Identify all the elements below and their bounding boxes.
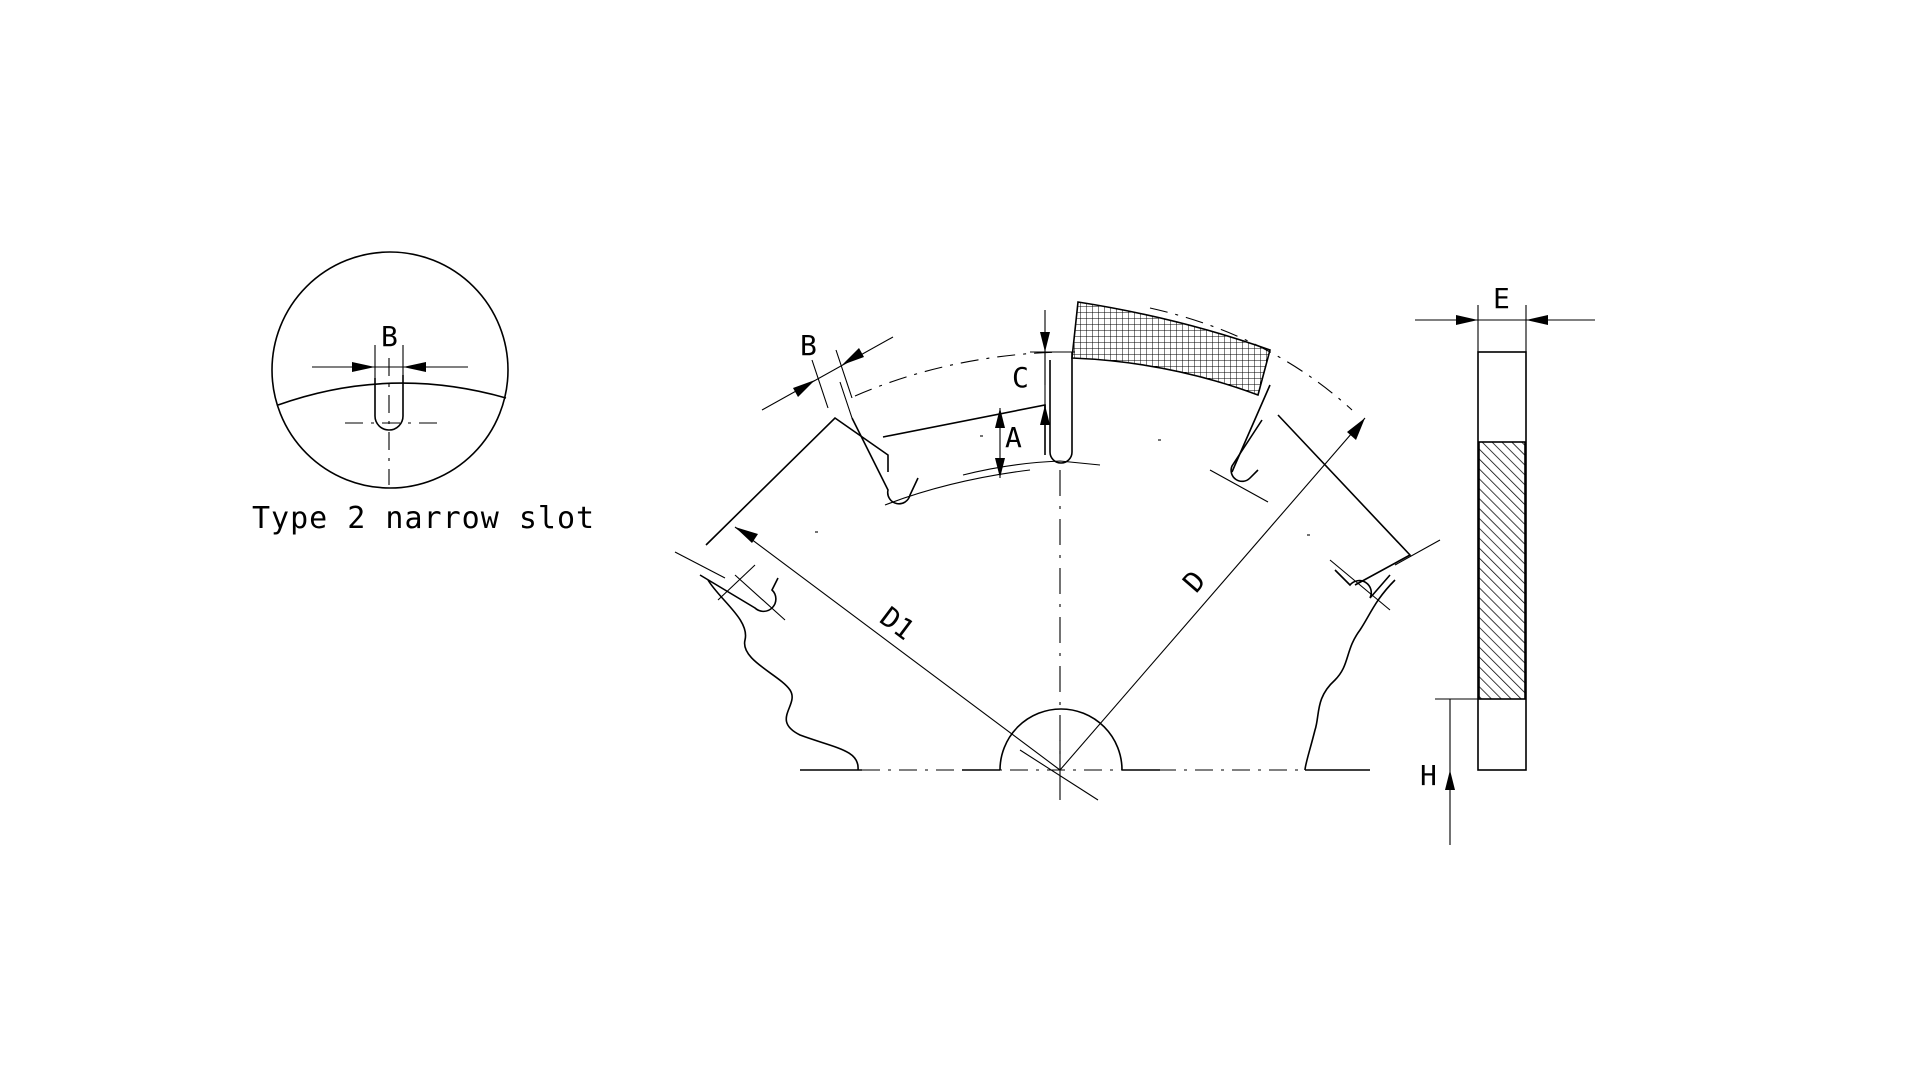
label-d1: D1 [874, 600, 921, 647]
label-b: B [800, 329, 817, 362]
detail-arrow-right [403, 362, 426, 372]
label-c: C [1012, 361, 1029, 394]
right-slot [1230, 419, 1263, 483]
right-tooth-outline [1231, 384, 1271, 473]
left-slot [851, 417, 919, 505]
blade-main-view: D1 D A B C [674, 301, 1441, 801]
mid-slot [1049, 352, 1073, 464]
left-outer-ext3 [717, 564, 756, 601]
d1-arrow [735, 527, 758, 543]
dim-line-d1 [734, 526, 1061, 771]
outer-arc-left [854, 351, 1061, 397]
outer-arc-right [1149, 307, 1353, 411]
side-hatch [1478, 441, 1526, 700]
h-arrow [1445, 770, 1455, 790]
label-a: A [1005, 421, 1022, 454]
left-outer-ext2 [734, 574, 786, 621]
left-outer-slot [699, 574, 779, 613]
c-arrow-top [1040, 332, 1050, 352]
b-arrow-left [793, 380, 815, 397]
b-ext-right [835, 349, 853, 399]
right-outer-ext2 [1394, 539, 1441, 566]
slot-detail-view: B Type 2 narrow slot [252, 251, 595, 536]
label-h: H [1420, 759, 1437, 792]
a-arrow-bottom [995, 458, 1005, 478]
inner-arc-left [962, 460, 1101, 476]
detail-circle [271, 251, 509, 489]
detail-slot [374, 375, 404, 431]
e-arrow-left [1456, 315, 1478, 325]
detail-label-b: B [381, 320, 398, 353]
e-arrow-right [1526, 315, 1548, 325]
left-outer-ext [674, 551, 726, 579]
d-arrow [1347, 418, 1365, 440]
blade-side-view: E H [1415, 282, 1595, 845]
break-line-left [707, 579, 859, 771]
right-tooth-back [1277, 414, 1412, 586]
arbor-hole [999, 708, 1123, 771]
dim-line-d [1059, 417, 1366, 771]
c-arrow-bottom [1040, 405, 1050, 425]
break-line-right [1304, 579, 1396, 771]
b-arrow-right [842, 348, 864, 365]
a-arrow-top [995, 408, 1005, 428]
right-outer-slot [1334, 569, 1391, 599]
right-outer-ext [1329, 559, 1391, 611]
center-cross-a [1019, 749, 1099, 801]
b-ext-left [811, 359, 829, 409]
detail-blade-edge [277, 382, 507, 406]
detail-caption: Type 2 narrow slot [252, 501, 595, 536]
right-tooth-ext [1209, 469, 1269, 503]
diamond-segment [1071, 301, 1271, 397]
side-body [1477, 351, 1527, 771]
label-d: D [1176, 564, 1212, 598]
detail-arrow-left [352, 362, 375, 372]
dim-line-b [761, 336, 894, 411]
label-e: E [1493, 282, 1510, 315]
left-slot-edge [839, 381, 853, 419]
left-inner-arc [884, 469, 1031, 506]
